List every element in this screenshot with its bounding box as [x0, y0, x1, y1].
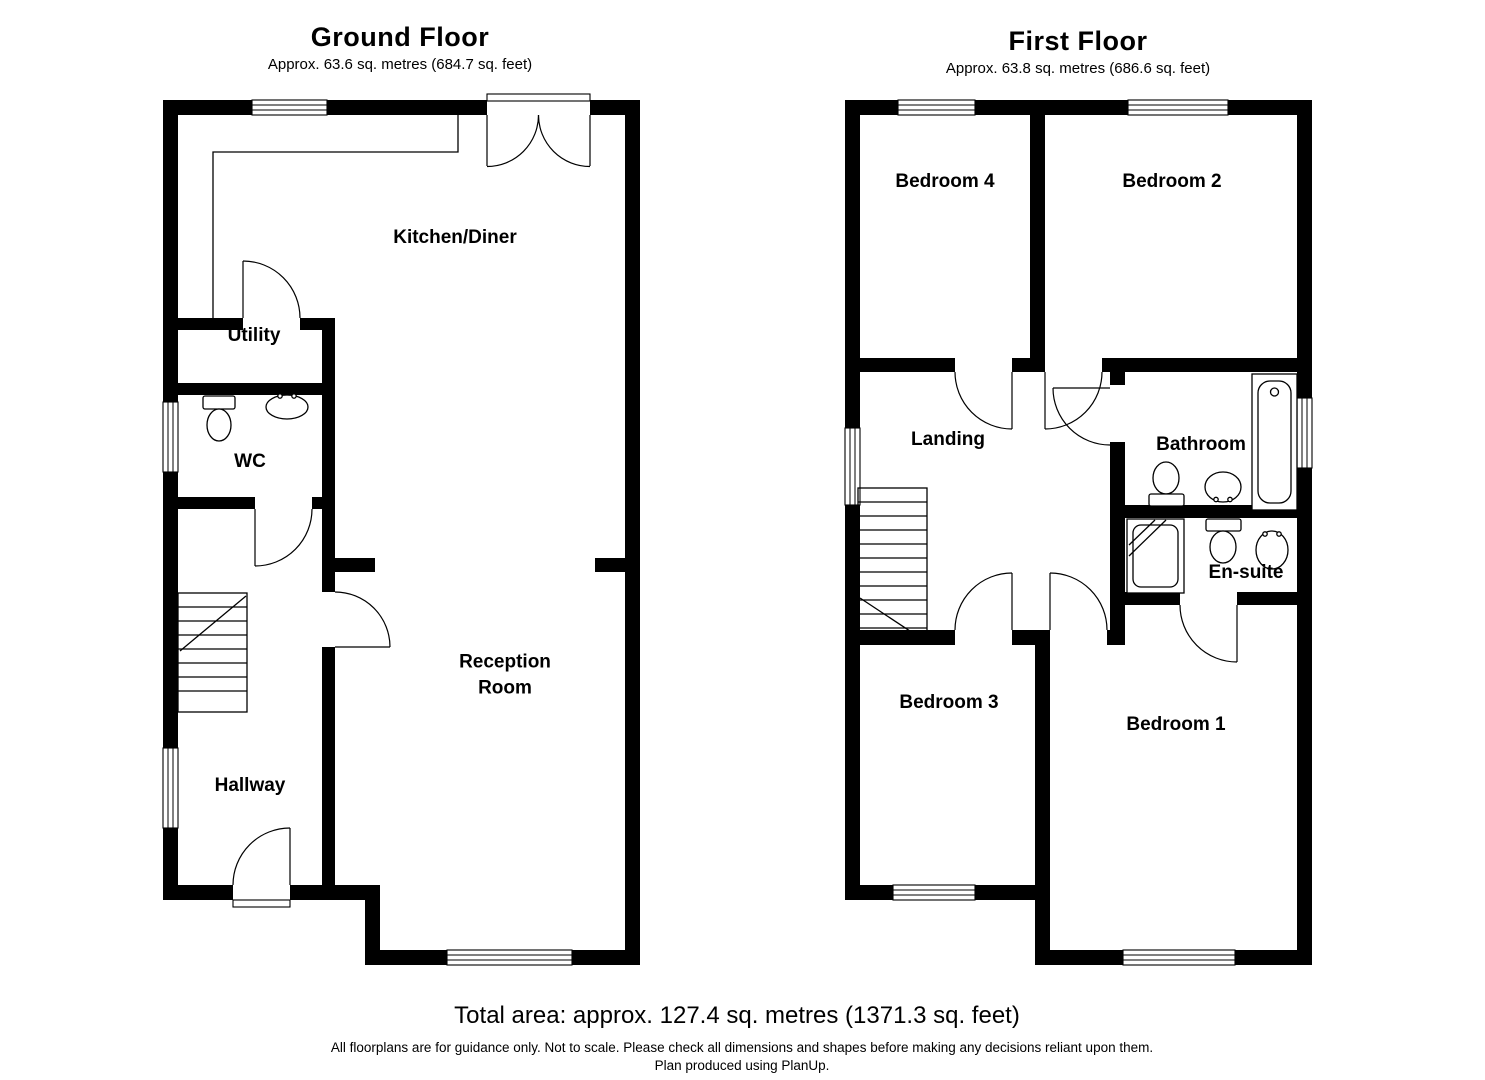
bedroom3-door — [954, 572, 1013, 631]
room-label-bedroom1: Bedroom 1 — [1126, 714, 1226, 736]
window — [897, 99, 976, 116]
ensuite-sink — [1255, 530, 1289, 570]
window — [446, 949, 573, 966]
bathroom-door — [1052, 387, 1111, 446]
ground-floor-title: Ground Floor — [310, 22, 490, 52]
first-doors — [954, 371, 1238, 663]
ground-floor-plan — [162, 93, 640, 966]
window — [162, 401, 179, 473]
ground-doors — [232, 93, 591, 908]
window — [844, 427, 861, 506]
bathroom-sink — [1204, 471, 1242, 503]
room-label-bedroom2: Bedroom 2 — [1122, 171, 1222, 193]
reception-door — [334, 591, 391, 648]
ensuite-toilet — [1205, 518, 1242, 564]
ground-stairs — [177, 592, 248, 713]
room-label-bedroom4: Bedroom 4 — [895, 171, 995, 193]
room-label-bathroom: Bathroom — [1156, 434, 1246, 456]
first-floor-plan — [844, 99, 1313, 966]
bathroom-toilet — [1148, 461, 1185, 507]
room-label-hallway: Hallway — [214, 775, 286, 797]
wc-sink — [265, 393, 309, 420]
front-door — [232, 827, 291, 908]
ground-floor-header: Ground Floor Approx. 63.6 sq. metres (68… — [268, 22, 532, 73]
utility-door — [242, 260, 301, 319]
entry-double-door — [486, 93, 591, 168]
credit-text: Plan produced using PlanUp. — [654, 1058, 830, 1073]
window — [1296, 397, 1313, 469]
bath — [1251, 373, 1298, 511]
first-walls — [845, 100, 1312, 965]
window — [1122, 949, 1236, 966]
ground-floor-area-text: Approx. 63.6 sq. metres (684.7 sq. feet) — [267, 56, 533, 73]
room-label-reception-room: Reception Room — [459, 649, 551, 700]
bedroom1-door — [1049, 572, 1108, 631]
first-windows — [844, 99, 1313, 966]
first-floor-area-text: Approx. 63.8 sq. metres (686.6 sq. feet) — [945, 60, 1211, 77]
bedroom2-door — [1044, 371, 1103, 430]
disclaimer-text: All floorplans are for guidance only. No… — [330, 1040, 1154, 1055]
ground-windows — [162, 99, 573, 966]
first-stairs — [857, 487, 928, 643]
ground-walls — [163, 100, 640, 965]
ensuite-door — [1179, 604, 1238, 663]
reception-line-1: Reception — [459, 651, 551, 673]
window — [162, 747, 179, 829]
window — [1127, 99, 1229, 116]
room-label-wc: WC — [234, 451, 266, 473]
bedroom4-door — [954, 371, 1013, 430]
room-label-kitchen-diner: Kitchen/Diner — [393, 227, 517, 249]
room-label-landing: Landing — [911, 429, 985, 451]
window — [892, 884, 976, 901]
first-floor-header: First Floor Approx. 63.8 sq. metres (686… — [946, 26, 1210, 77]
wc-door — [254, 508, 313, 567]
kitchen-counter — [212, 115, 459, 318]
reception-line-2: Room — [478, 677, 532, 698]
window — [251, 99, 328, 116]
first-floor-title: First Floor — [1008, 26, 1148, 56]
shower — [1126, 518, 1185, 594]
room-label-ensuite: En-suite — [1208, 562, 1284, 584]
wc-toilet — [202, 395, 236, 442]
total-area-text: Total area: approx. 127.4 sq. metres (13… — [454, 1002, 1020, 1029]
room-label-utility: Utility — [227, 325, 281, 347]
room-label-bedroom3: Bedroom 3 — [899, 692, 999, 714]
